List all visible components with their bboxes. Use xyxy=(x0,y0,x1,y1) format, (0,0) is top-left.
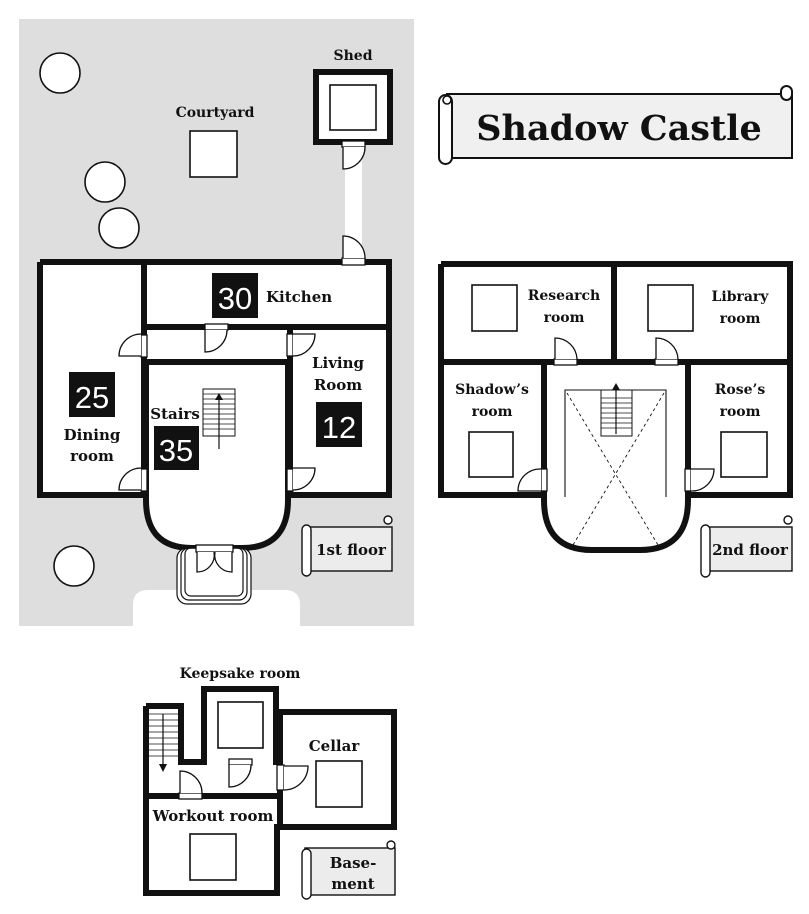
door-swing xyxy=(118,333,142,357)
door-swing xyxy=(690,468,715,492)
page-title: Shadow Castle xyxy=(476,108,762,149)
kitchen-label: Kitchen xyxy=(266,288,332,306)
dining-stairs-door[interactable] xyxy=(140,468,148,492)
library-door[interactable] xyxy=(654,358,679,366)
door-swing xyxy=(554,337,578,360)
door-swing xyxy=(204,329,228,353)
door-swing xyxy=(342,146,366,170)
stairs-label: Stairs xyxy=(150,405,200,423)
door-swing xyxy=(283,765,309,791)
cellar-label: Cellar xyxy=(309,737,361,755)
living-number-badge: 12 xyxy=(316,402,362,447)
first-floor-map: Courtyard Shed xyxy=(19,19,414,626)
furniture xyxy=(471,284,518,332)
cellar-door[interactable] xyxy=(276,764,285,791)
rose-room-door[interactable] xyxy=(684,468,692,492)
tree-icon xyxy=(84,161,126,203)
second-floor-map: Research room Library room Shadow’s room… xyxy=(438,261,793,578)
svg-text:ment: ment xyxy=(331,875,374,893)
stair-hall-2f[interactable] xyxy=(546,362,686,548)
shed-label[interactable]: Shed xyxy=(334,48,373,64)
svg-text:2nd floor: 2nd floor xyxy=(712,541,789,559)
svg-text:12: 12 xyxy=(322,410,356,445)
svg-text:30: 30 xyxy=(218,281,252,316)
living-label: Room xyxy=(314,376,362,394)
keepsake-label: Keepsake room xyxy=(180,666,301,682)
door-swing xyxy=(292,333,316,357)
furniture xyxy=(720,431,768,478)
room-kitchen[interactable] xyxy=(144,262,389,327)
wall xyxy=(146,686,280,765)
garden-path xyxy=(345,145,362,263)
tree-icon xyxy=(39,52,81,94)
dining-number-badge: 25 xyxy=(69,372,115,417)
stairs-number-badge: 35 xyxy=(154,426,199,470)
svg-text:35: 35 xyxy=(159,433,193,468)
furniture xyxy=(189,833,237,881)
tree-icon xyxy=(53,545,95,587)
library-label: Library xyxy=(712,289,770,305)
shadow-label: Shadow’s xyxy=(455,382,529,398)
keepsake-door[interactable] xyxy=(228,758,253,766)
living-label: Living xyxy=(312,354,365,372)
tree-icon xyxy=(98,207,140,249)
wall xyxy=(37,259,392,498)
kitchen-number-badge: 30 xyxy=(212,273,258,318)
basement-scroll: Base- ment xyxy=(301,840,396,900)
living-hall-door[interactable] xyxy=(286,333,294,357)
second-floor-scroll: 2nd floor xyxy=(700,515,793,578)
shadow-room-door[interactable] xyxy=(540,468,548,492)
furniture xyxy=(315,760,363,808)
door-swing xyxy=(118,467,142,491)
staircase-up-icon xyxy=(600,383,633,437)
title-banner: Shadow Castle xyxy=(438,85,793,165)
rose-label: room xyxy=(720,404,761,420)
room-library[interactable] xyxy=(614,264,790,362)
furniture xyxy=(468,431,514,478)
workout-door[interactable] xyxy=(178,792,203,800)
kitchen-hall-door[interactable] xyxy=(204,323,229,331)
furniture xyxy=(217,701,264,749)
svg-text:Base-: Base- xyxy=(330,854,377,872)
dining-label: room xyxy=(70,447,114,465)
door-swing xyxy=(196,551,233,573)
door-swing xyxy=(292,467,316,491)
shed-door[interactable] xyxy=(341,140,366,148)
furniture xyxy=(647,284,694,332)
door-swing xyxy=(655,337,679,360)
staircase-down-icon xyxy=(149,713,179,772)
door-swing xyxy=(517,468,542,492)
svg-text:25: 25 xyxy=(75,380,109,415)
room-stairs[interactable] xyxy=(146,362,288,548)
door-swing xyxy=(179,770,203,794)
basement-hall[interactable] xyxy=(146,762,280,796)
dining-hall-door[interactable] xyxy=(140,334,148,358)
workout-label: Workout room xyxy=(152,807,274,825)
shed-inner xyxy=(329,84,377,131)
dining-label: Dining xyxy=(64,426,121,444)
research-door[interactable] xyxy=(553,358,578,366)
svg-text:1st floor: 1st floor xyxy=(316,541,387,559)
first-floor-scroll: 1st floor xyxy=(301,515,393,577)
door-swing xyxy=(342,235,366,259)
shadow-label: room xyxy=(472,404,513,420)
research-label: room xyxy=(544,310,585,326)
living-stairs-door[interactable] xyxy=(286,468,294,492)
basement-map: Keepsake room xyxy=(143,666,397,900)
front-door[interactable] xyxy=(195,544,234,553)
kitchen-back-door[interactable] xyxy=(341,257,366,266)
courtyard-feature xyxy=(189,130,238,178)
room-research[interactable] xyxy=(441,264,614,362)
wall xyxy=(143,706,397,896)
library-label: room xyxy=(720,311,761,327)
wall xyxy=(541,362,691,553)
courtyard-label[interactable]: Courtyard xyxy=(176,105,255,121)
staircase-up-icon xyxy=(202,388,236,449)
research-label: Research xyxy=(528,288,600,304)
door-swing xyxy=(228,764,252,788)
rose-label: Rose’s xyxy=(715,382,766,398)
